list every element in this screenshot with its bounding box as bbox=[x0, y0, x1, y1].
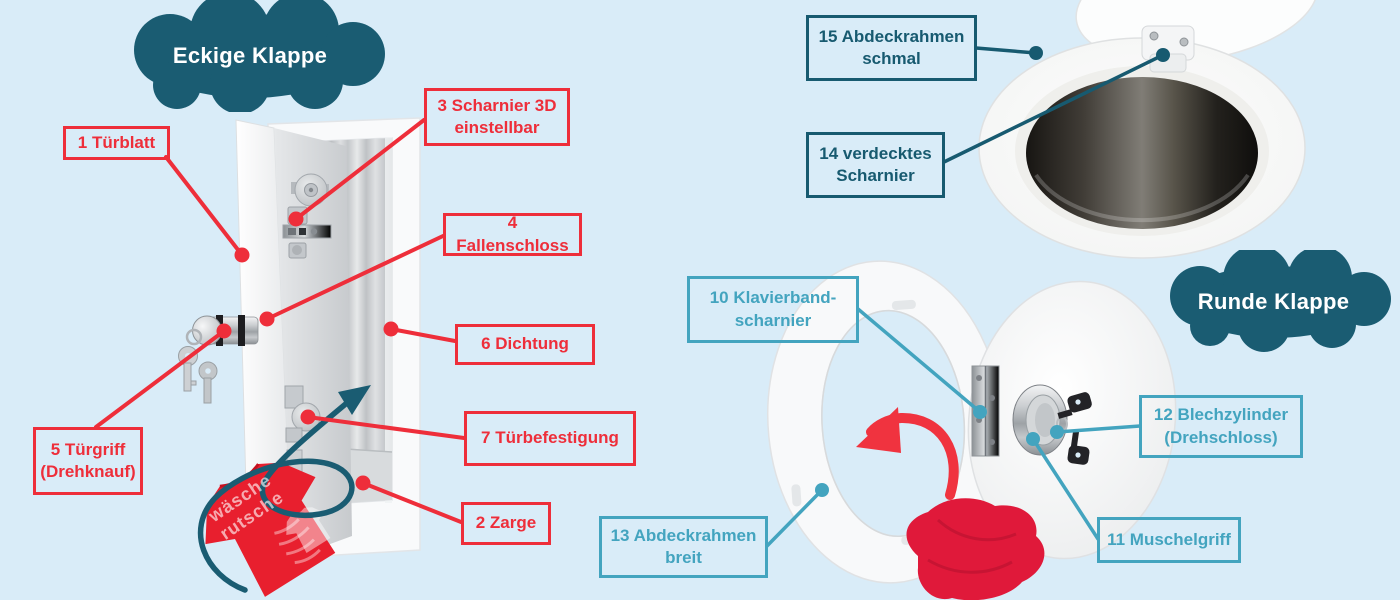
leader-line-13 bbox=[765, 488, 824, 548]
concealed-hinge bbox=[1141, 25, 1195, 73]
leader-dot-6 bbox=[383, 321, 399, 337]
leader-dot-14 bbox=[1156, 48, 1170, 62]
label-3-scharnier: 3 Scharnier 3D einstellbar bbox=[424, 88, 570, 146]
cloud-shape bbox=[1170, 250, 1391, 352]
cloud-right: Runde Klappe bbox=[1152, 250, 1395, 353]
leader-line-3 bbox=[294, 118, 426, 221]
swirl-arrow bbox=[197, 385, 371, 593]
leader-dot-1 bbox=[234, 247, 250, 263]
leader-line-4 bbox=[265, 234, 445, 321]
label-10-klavierbandscharnier: 10 Klavierband- scharnier bbox=[687, 276, 859, 343]
label-7-tuerbefestigung: 7 Türbefestigung bbox=[464, 411, 636, 466]
leader-line-7 bbox=[306, 415, 466, 440]
leader-line-6 bbox=[389, 327, 457, 343]
leader-dot-7 bbox=[300, 409, 316, 425]
leader-dot-2 bbox=[355, 475, 371, 491]
label-15-abdeckrahmen-schmal: 15 Abdeckrahmen schmal bbox=[806, 15, 977, 81]
label-2-zarge: 2 Zarge bbox=[461, 502, 551, 545]
section-title-square: Eckige Klappe bbox=[172, 43, 328, 68]
label-12-blechzylinder: 12 Blechzylinder (Drehschloss) bbox=[1139, 395, 1303, 458]
label-6-dichtung: 6 Dichtung bbox=[455, 324, 595, 365]
leader-line-10 bbox=[856, 307, 982, 414]
leader-line-11 bbox=[1031, 437, 1100, 541]
leader-dot-10 bbox=[973, 405, 987, 419]
leader-dot-5 bbox=[216, 323, 232, 339]
leader-dot-13 bbox=[815, 483, 829, 497]
tshirt-illustration bbox=[205, 462, 336, 597]
leader-lines bbox=[94, 46, 1170, 548]
leader-line-12 bbox=[1055, 424, 1142, 434]
red-cloth bbox=[906, 498, 1045, 600]
red-arrow bbox=[856, 407, 959, 500]
label-13-abdeckrahmen-breit: 13 Abdeckrahmen breit bbox=[599, 516, 768, 578]
leader-dot-4 bbox=[259, 311, 275, 327]
label-4-fallenschloss: 4 Fallenschloss bbox=[443, 213, 582, 256]
cloud-left: Eckige Klappe bbox=[105, 0, 395, 112]
piano-hinge bbox=[971, 365, 1000, 457]
leader-dot-15 bbox=[1029, 46, 1043, 60]
leader-line-1 bbox=[164, 155, 244, 257]
section-title-round: Runde Klappe bbox=[1197, 288, 1350, 314]
label-5-tuergriff: 5 Türgriff (Drehknauf) bbox=[33, 427, 143, 495]
black-keys bbox=[1057, 392, 1092, 465]
leader-dot-11 bbox=[1026, 432, 1040, 446]
label-11-muschelgriff: 11 Muschelgriff bbox=[1097, 517, 1241, 563]
leader-dot-3 bbox=[288, 211, 304, 227]
label-1-tuerblatt: 1 Türblatt bbox=[63, 126, 170, 160]
leader-line-2 bbox=[361, 481, 463, 524]
label-14-verdecktes-scharnier: 14 verdecktes Scharnier bbox=[806, 132, 945, 198]
leader-line-14 bbox=[942, 53, 1165, 164]
keys bbox=[178, 346, 218, 404]
leader-line-5 bbox=[94, 329, 226, 429]
leader-dot-12 bbox=[1050, 425, 1064, 439]
round-lid-illustration bbox=[978, 0, 1319, 259]
cloud-shape bbox=[134, 0, 385, 112]
leader-line-15 bbox=[974, 46, 1038, 55]
